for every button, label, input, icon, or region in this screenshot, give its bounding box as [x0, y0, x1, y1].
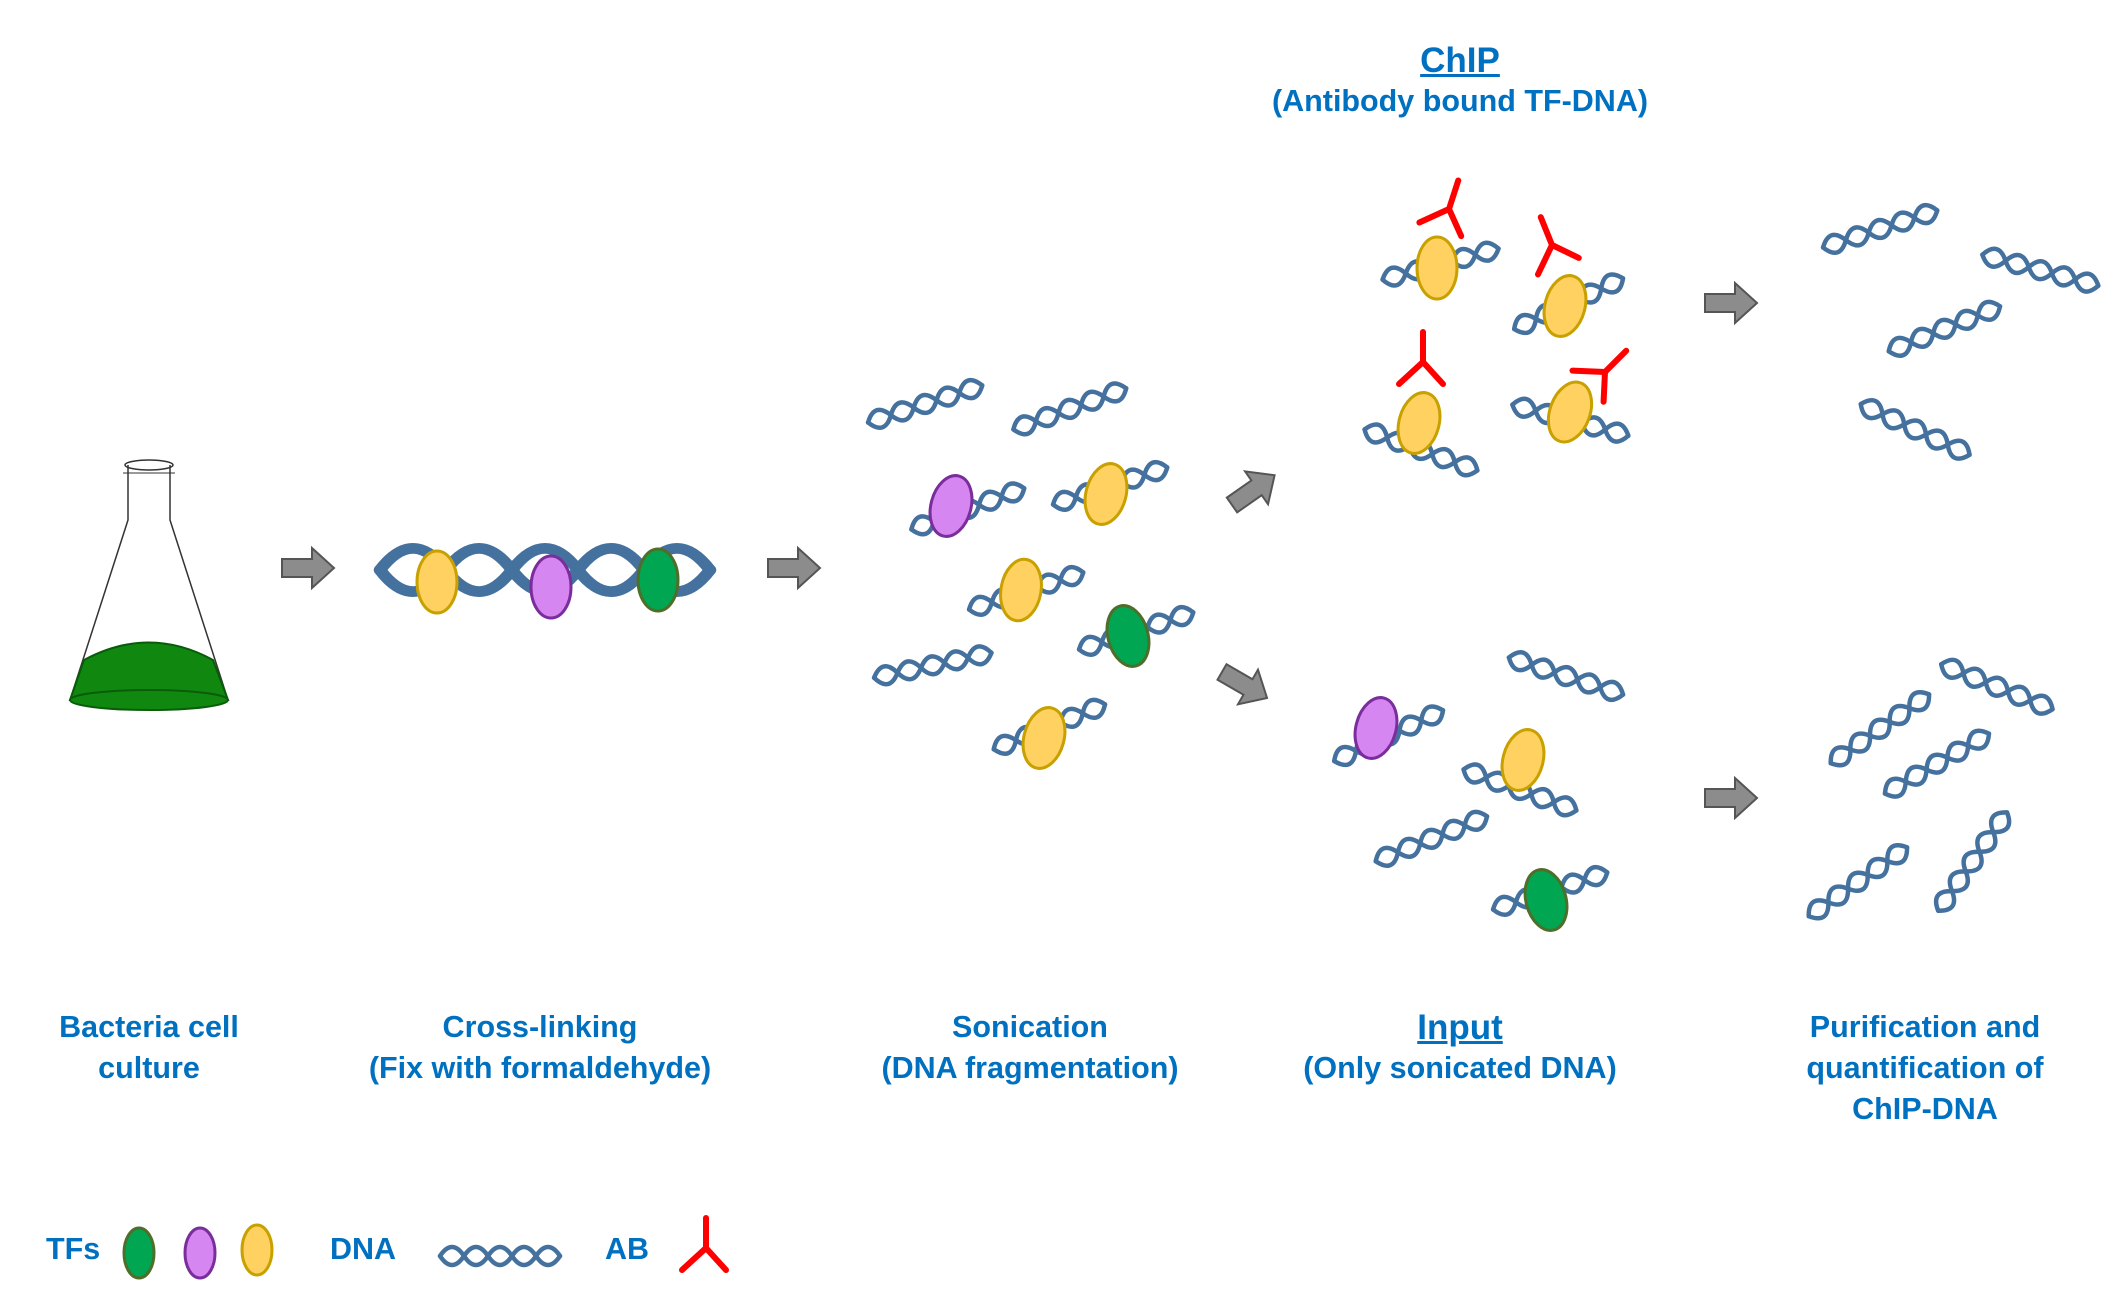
tf-yellow [415, 549, 459, 615]
legend-tf-green [122, 1226, 156, 1280]
tf-purple [529, 554, 573, 620]
legend-dna [440, 1247, 560, 1265]
chip-subtitle: (Antibody bound TF-DNA) [1271, 84, 1649, 118]
legend-tfs-label: TFs [46, 1232, 101, 1266]
input-fragments [1330, 649, 1625, 932]
step-input-label: Input (Only sonicated DNA) [1250, 1007, 1670, 1089]
arrow-to-purification-chip [1704, 282, 1758, 324]
arrow-to-crosslink [281, 547, 335, 589]
purified-chip-dna [1820, 202, 2100, 463]
legend-ab-label: AB [605, 1232, 650, 1266]
chip-title: ChIP [1420, 41, 1500, 80]
legend [122, 1218, 726, 1280]
legend-dna-label: DNA [330, 1232, 397, 1266]
purified-input-dna [1804, 656, 2056, 924]
step-purification-label: Purification and quantification of ChIP-… [1806, 1010, 2044, 1126]
legend-antibody-icon [682, 1218, 726, 1270]
step-culture-label: Bacteria cell culture [59, 1010, 239, 1085]
arrow-to-sonication [767, 547, 821, 589]
legend-tf-yellow [240, 1223, 274, 1277]
chip-label: ChIP (Antibody bound TF-DNA) [1200, 40, 1720, 122]
input-title: Input [1417, 1008, 1503, 1047]
tf-green [636, 547, 680, 613]
arrow-to-input [1211, 653, 1279, 717]
arrow-to-purification-input [1704, 777, 1758, 819]
legend-tf-purple [183, 1226, 217, 1280]
step-crosslink-label: Cross-linking (Fix with formaldehyde) [368, 1010, 712, 1085]
crosslinked-dna [380, 547, 710, 620]
sonicated-fragments [865, 377, 1196, 770]
arrow-to-chip [1219, 457, 1288, 523]
chip-complexes [1362, 173, 1641, 479]
step-sonication-label: Sonication (DNA fragmentation) [881, 1010, 1179, 1085]
flask-icon [68, 459, 230, 711]
